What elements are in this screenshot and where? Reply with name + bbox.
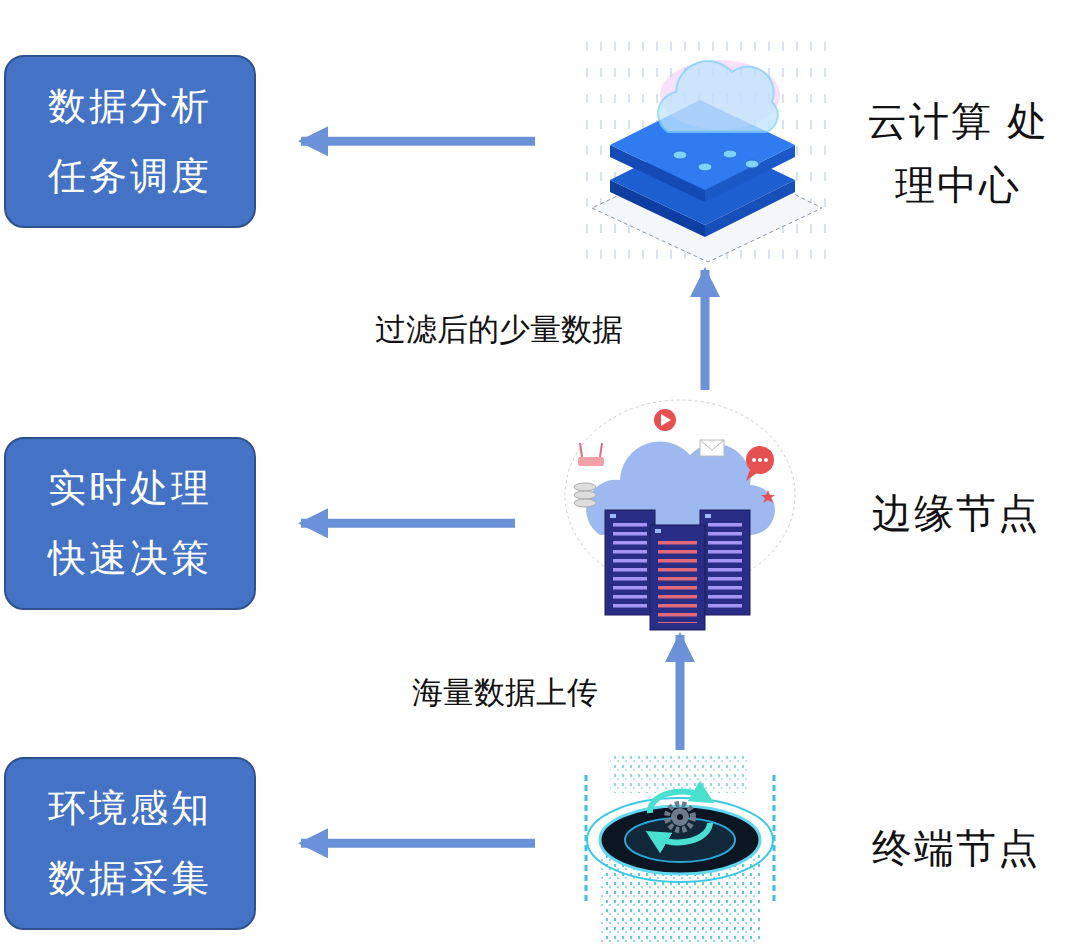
function-box: 环境感知 数据采集 — [4, 757, 256, 930]
flow-arrow — [301, 137, 535, 146]
function-box: 数据分析 任务调度 — [4, 55, 256, 228]
node-text: 实时处理 快速决策 — [36, 453, 224, 594]
terminal-node: 终端节点 — [580, 755, 1050, 940]
edge-label: 海量数据上传 — [408, 672, 602, 714]
edge-node: 边缘节点 — [560, 395, 1050, 630]
flow-arrow — [301, 519, 515, 528]
node-text: 环境感知 数据采集 — [36, 773, 224, 914]
node-text: 数据分析 任务调度 — [36, 71, 224, 212]
flow-arrow — [301, 839, 535, 848]
node-text: 终端节点 — [872, 816, 1040, 880]
function-box: 实时处理 快速决策 — [4, 437, 256, 610]
cloud-platform-icon — [580, 40, 830, 265]
cloud-center-node: 云计算 处理中心 — [580, 40, 1060, 265]
edge-label: 过滤后的少量数据 — [371, 309, 627, 351]
node-text: 云计算 处理中心 — [866, 89, 1050, 217]
edge-server-icon — [565, 400, 795, 630]
node-text: 边缘节点 — [872, 481, 1040, 545]
terminal-icon — [586, 755, 774, 943]
flow-arrow — [676, 635, 685, 750]
flow-arrow — [701, 270, 710, 390]
